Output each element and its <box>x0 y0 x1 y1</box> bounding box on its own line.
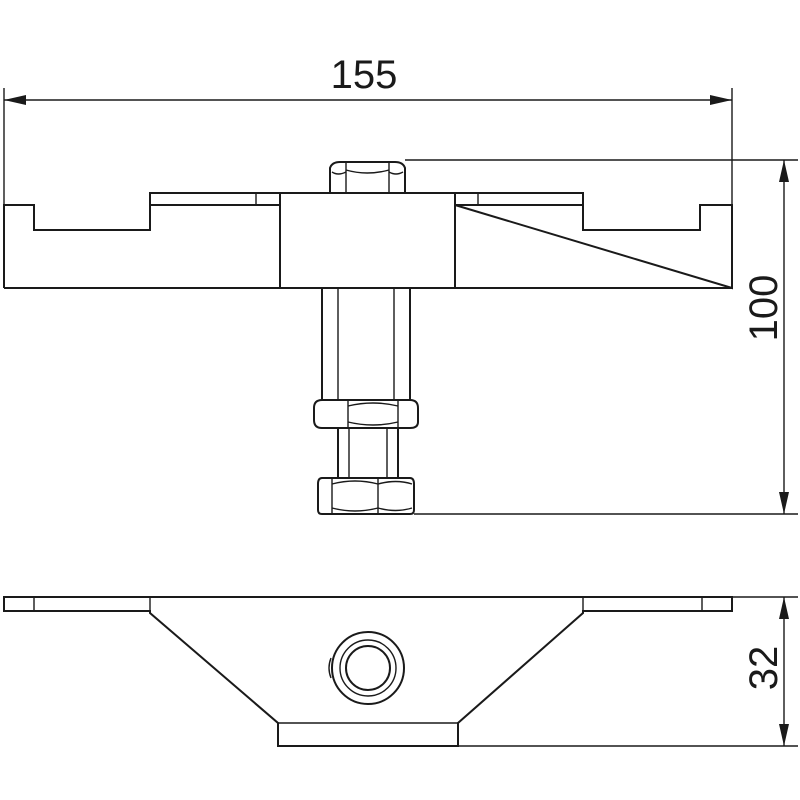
bolt-shank <box>321 288 411 400</box>
front-view <box>3 161 733 515</box>
dimension-height-label: 100 <box>742 275 786 342</box>
bottom-nut <box>317 477 415 515</box>
top-view <box>3 596 733 747</box>
top-nut <box>329 161 406 193</box>
middle-nut <box>313 399 419 429</box>
dimension-depth: 32 <box>458 596 798 747</box>
dimension-height: 100 <box>405 159 798 515</box>
dimension-depth-label: 32 <box>742 646 786 691</box>
bolt-top <box>328 631 405 705</box>
lower-shank <box>337 428 399 478</box>
center-block <box>279 192 456 289</box>
dimension-width-label: 155 <box>331 53 398 97</box>
base-plate <box>3 204 733 290</box>
dimension-width: 155 <box>3 53 733 205</box>
top-strip-right <box>455 192 584 205</box>
top-strip-left <box>149 192 280 205</box>
